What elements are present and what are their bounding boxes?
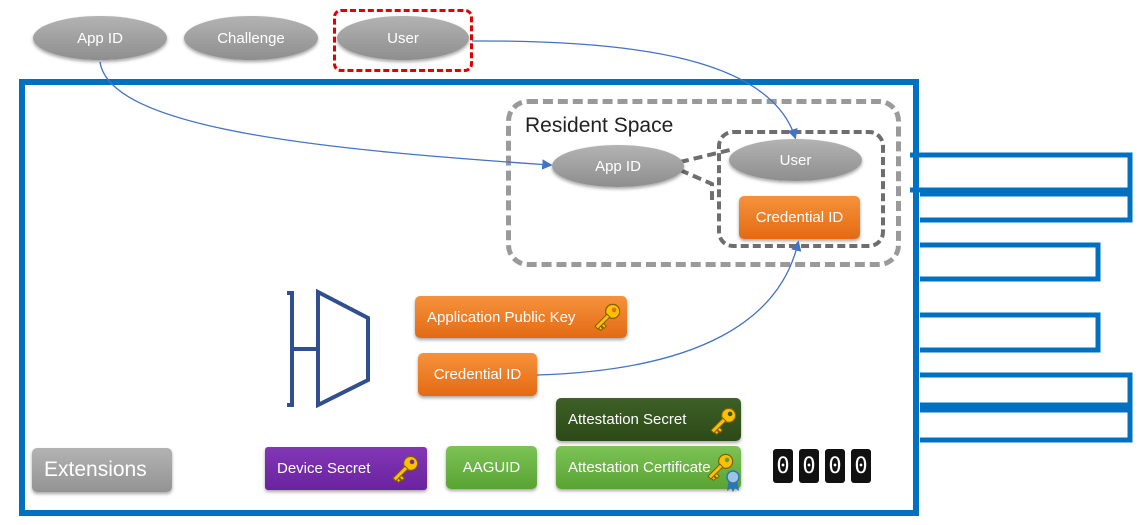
link-credential-to-resident-credential	[536, 240, 802, 376]
resident-user: User	[729, 139, 862, 181]
app-id-label: App ID	[77, 29, 123, 47]
user-input: User	[337, 16, 469, 60]
ribbon-badge-icon	[726, 470, 740, 492]
resident-app-id-label: App ID	[595, 157, 641, 175]
link-appid-credential	[679, 168, 714, 200]
application-public-key: Application Public Key	[415, 296, 627, 338]
link-user-to-resident-user	[471, 40, 798, 140]
attestation-certificate: Attestation Certificate	[556, 446, 741, 489]
user-highlight	[333, 9, 473, 72]
extensions-label: Extensions	[44, 458, 147, 481]
hash-function-symbol	[287, 288, 370, 409]
counter-digit: 0	[851, 449, 871, 483]
credential-id: Credential ID	[418, 353, 537, 396]
attestation-secret-label: Attestation Secret	[568, 411, 687, 428]
counter-digit: 0	[773, 449, 793, 483]
app-id-input: App ID	[33, 16, 167, 60]
key-icon	[707, 453, 734, 482]
usb-connector	[910, 152, 1133, 443]
resident-credential-id-label: Credential ID	[755, 209, 844, 226]
aaguid: AAGUID	[446, 446, 537, 489]
key-icon	[392, 455, 419, 484]
application-public-key-label: Application Public Key	[427, 308, 576, 326]
device-secret-label: Device Secret	[277, 460, 371, 477]
extensions: Extensions	[32, 448, 172, 492]
key-icon	[594, 303, 621, 332]
link-appid-user	[679, 148, 731, 164]
credential-id-label: Credential ID	[433, 366, 522, 383]
counter-digit: 0	[825, 449, 845, 483]
counter-digit: 0	[799, 449, 819, 483]
challenge-label: Challenge	[217, 29, 285, 47]
challenge-input: Challenge	[184, 16, 318, 60]
aaguid-label: AAGUID	[462, 459, 521, 476]
key-icon	[710, 407, 737, 436]
attestation-certificate-label: Attestation Certificate	[568, 459, 711, 476]
link-appid-to-resident-appid	[99, 61, 553, 170]
user-label: User	[387, 29, 419, 47]
resident-user-label: User	[779, 151, 812, 169]
device-secret: Device Secret	[265, 447, 427, 490]
resident-space-region	[506, 99, 901, 267]
attestation-secret: Attestation Secret	[556, 398, 741, 441]
signature-counter: 0 0 0 0	[773, 449, 877, 483]
resident-space-title: Resident Space	[525, 114, 674, 137]
resident-credential-id: Credential ID	[739, 196, 860, 239]
resident-app-id: App ID	[552, 145, 684, 187]
device-body	[19, 79, 919, 516]
